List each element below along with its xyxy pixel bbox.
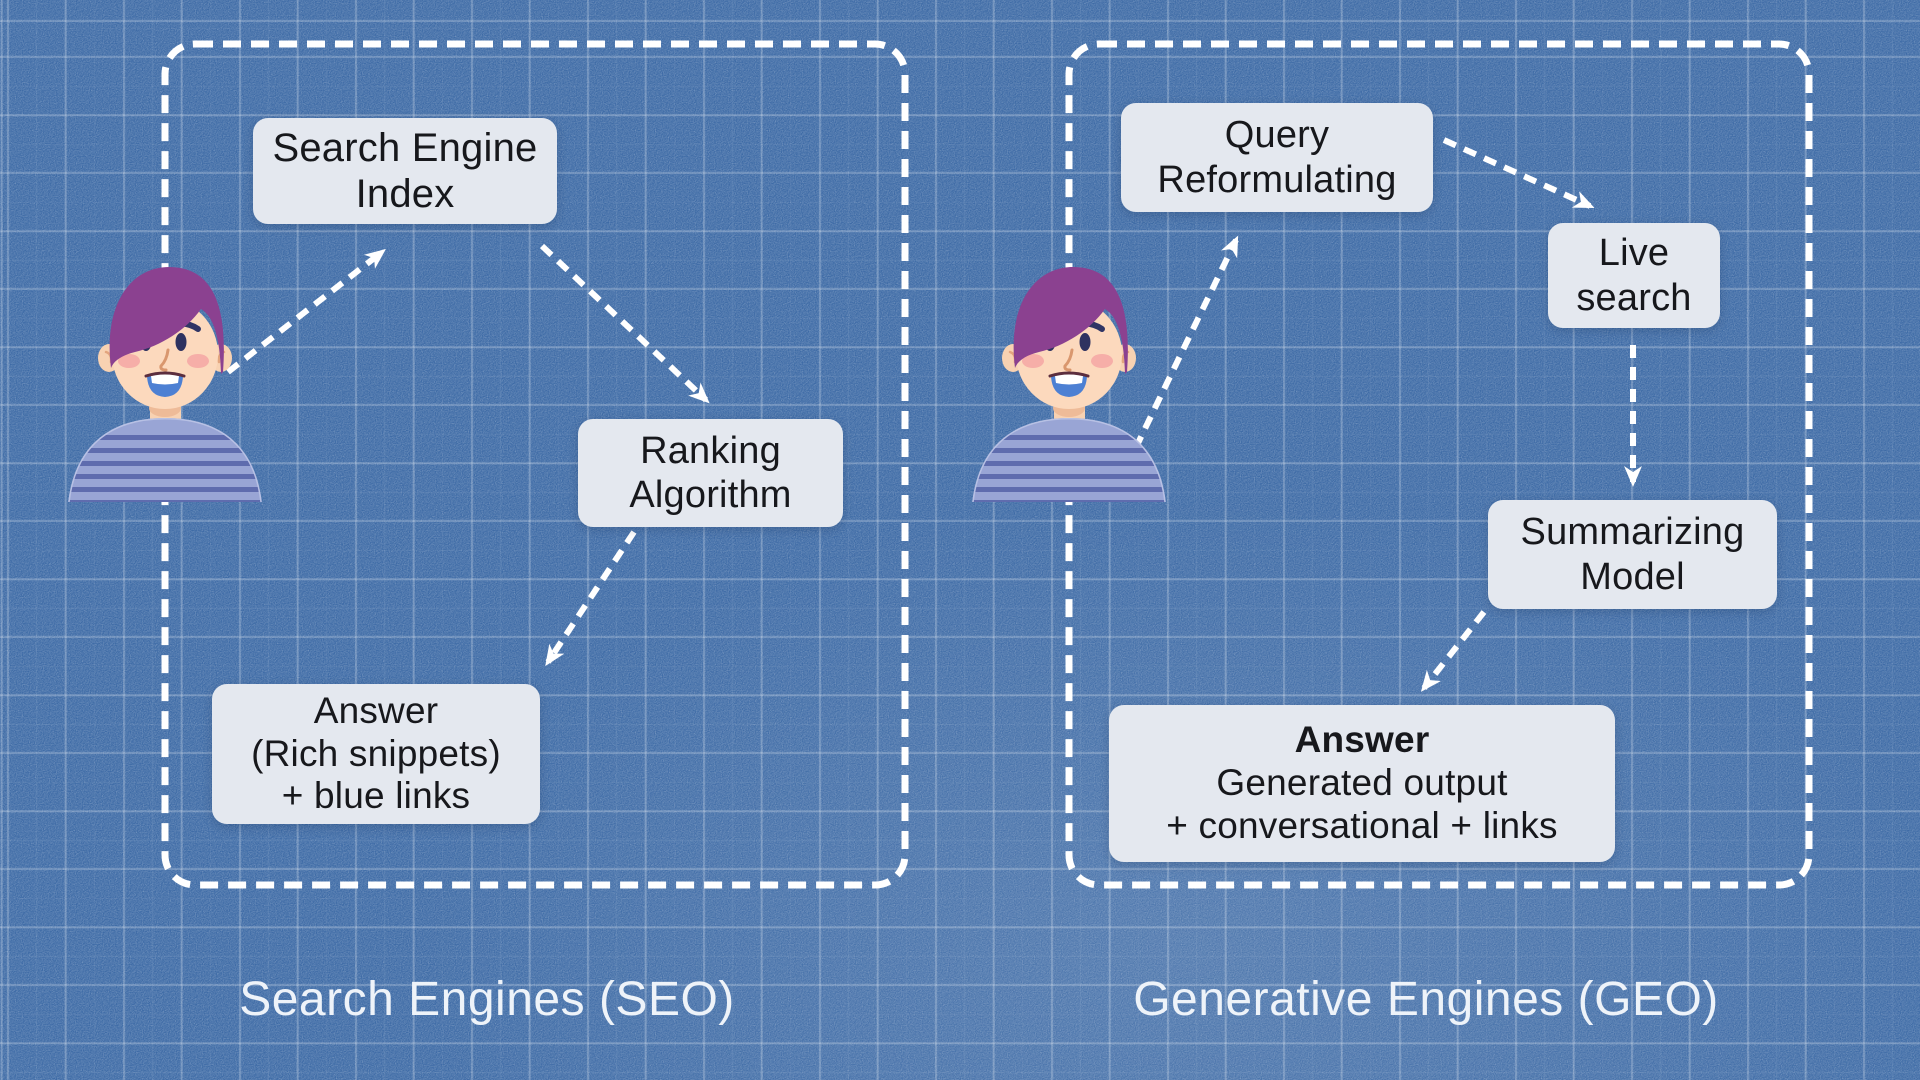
arrow-index-to-ranking — [539, 243, 710, 404]
seo-panel-label: Search Engines (SEO) — [239, 973, 735, 1026]
user-avatar — [972, 267, 1166, 502]
eye — [175, 333, 187, 351]
node-line: Model — [1580, 555, 1685, 598]
node-line: Answer — [1294, 719, 1430, 761]
user-avatar-seo — [68, 267, 262, 502]
node-ranking-algorithm: Ranking Algorithm — [578, 419, 843, 527]
node-summarizing-model: Summarizing Model — [1488, 500, 1777, 609]
node-answer-geo: Answer Generated output + conversational… — [1109, 705, 1615, 862]
eye — [1079, 333, 1091, 351]
striped-shirt — [972, 418, 1166, 502]
node-line: Reformulating — [1157, 158, 1397, 201]
node-line: Index — [355, 172, 455, 216]
node-line: (Rich snippets) — [251, 732, 501, 774]
arrow-summarizing-to-answer — [1420, 610, 1487, 692]
arrow-ranking-to-answer — [545, 530, 637, 667]
node-line: + blue links — [281, 775, 471, 817]
node-answer-seo: Answer (Rich snippets) + blue links — [212, 684, 540, 824]
node-line: Live — [1598, 232, 1670, 275]
node-line: Query — [1224, 114, 1330, 157]
arrow-query-to-livesearch — [1442, 137, 1595, 209]
striped-shirt — [68, 418, 262, 502]
node-line: search — [1576, 276, 1692, 319]
node-line: Ranking — [640, 429, 781, 472]
geo-panel-label: Generative Engines (GEO) — [1133, 973, 1719, 1026]
user-avatar — [68, 267, 262, 502]
node-line: Search Engine — [272, 125, 538, 170]
node-live-search: Live search — [1548, 223, 1720, 328]
node-line: Algorithm — [629, 474, 792, 516]
node-line: Answer — [313, 689, 439, 731]
node-line: Summarizing — [1520, 511, 1745, 554]
teeth — [1055, 374, 1083, 385]
teeth — [151, 374, 179, 385]
user-avatar-geo — [972, 267, 1166, 502]
node-line: + conversational + links — [1166, 804, 1558, 846]
node-query-reformulating: Query Reformulating — [1121, 103, 1433, 212]
node-line: Generated output — [1216, 762, 1508, 804]
node-search-engine-index: Search Engine Index — [253, 118, 557, 224]
